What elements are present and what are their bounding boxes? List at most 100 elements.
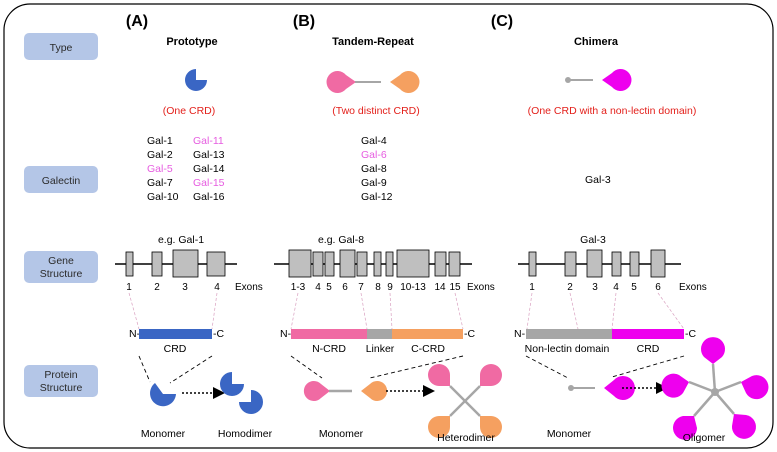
panel-c-crd-note: (One CRD with a non-lectin domain) bbox=[528, 105, 697, 117]
exon-number: 1 bbox=[529, 282, 535, 293]
exon-number: 8 bbox=[375, 282, 381, 293]
n-terminus-label: N- bbox=[129, 328, 141, 340]
row-label-gene-structure: Gene Structure bbox=[24, 251, 98, 283]
panel-b-galectin-list: Gal-4 Gal-6 Gal-8 Gal-9 Gal-12 bbox=[361, 135, 393, 203]
exon-box bbox=[206, 251, 226, 277]
galectin-name: Gal-13 bbox=[193, 149, 225, 161]
panel-c-monomer-label: Monomer bbox=[547, 428, 592, 440]
panel-a-title: Prototype bbox=[166, 36, 217, 48]
c-terminus-label: -C bbox=[685, 328, 696, 340]
panel-b-monomer-icon bbox=[303, 380, 388, 402]
panel-c-protein-bar: N- -C Non-lectin domain CRD bbox=[514, 328, 696, 355]
panel-c-multimer-label: Oligomer bbox=[683, 432, 726, 444]
panel-b-title: Tandem-Repeat bbox=[332, 36, 414, 48]
exon-box bbox=[339, 249, 356, 278]
outer-frame bbox=[3, 3, 774, 449]
panel-c-oligomer-icon bbox=[661, 337, 769, 440]
galectin-name: Gal-7 bbox=[147, 177, 173, 189]
panel-c-gene-example: Gal-3 bbox=[580, 234, 606, 246]
c-terminus-label: -C bbox=[213, 328, 224, 340]
exon-box bbox=[172, 249, 199, 278]
panel-b-protein-bar: N- -C N-CRD Linker C-CRD bbox=[280, 328, 475, 355]
chimera-icon bbox=[565, 69, 632, 91]
panel-b-gene-example: e.g. Gal-8 bbox=[318, 234, 364, 246]
row-label-type-text: Type bbox=[50, 42, 73, 54]
c-crd-domain bbox=[392, 329, 463, 339]
panel-a-letter: (A) bbox=[126, 13, 148, 30]
exons-label: Exons bbox=[679, 282, 707, 293]
panel-b-heterodimer-icon bbox=[428, 364, 502, 438]
panel-c-gene: 1 2 3 4 5 6 Exons bbox=[518, 249, 707, 293]
n-terminus-label: N- bbox=[280, 328, 292, 340]
exon-box bbox=[373, 251, 382, 277]
row-label-protein-structure: Protein Structure bbox=[24, 365, 98, 397]
exon-box bbox=[288, 249, 312, 278]
domain-label: CRD bbox=[637, 343, 660, 355]
galectin-name: Gal-4 bbox=[361, 135, 387, 147]
panel-b-multimer-label: Heterodimer bbox=[437, 432, 495, 444]
exon-number: 10-13 bbox=[400, 282, 426, 293]
exon-number: 14 bbox=[434, 282, 446, 293]
galectin-name: Gal-5 bbox=[147, 163, 173, 175]
galectin-name: Gal-6 bbox=[361, 149, 387, 161]
exon-box bbox=[324, 251, 335, 277]
exon-number: 5 bbox=[631, 282, 637, 293]
galectin-name: Gal-11 bbox=[193, 135, 224, 147]
exon-number: 1-3 bbox=[291, 282, 306, 293]
exon-box bbox=[385, 251, 394, 277]
exon-number: 5 bbox=[326, 282, 332, 293]
panel-b-gene: 1-3 4 5 6 7 8 9 10-13 14 15 Exons bbox=[274, 249, 495, 293]
domain-label: Non-lectin domain bbox=[525, 343, 610, 355]
panel-a-multimer-label: Homodimer bbox=[218, 428, 273, 440]
exon-box bbox=[448, 251, 461, 277]
panel-a-gene-example: e.g. Gal-1 bbox=[158, 234, 204, 246]
exon-box bbox=[586, 249, 603, 278]
row-label-protein-line1: Protein bbox=[44, 369, 77, 381]
exon-number: 2 bbox=[567, 282, 573, 293]
panel-c-monomer-icon bbox=[568, 376, 635, 401]
exon-box bbox=[125, 251, 134, 277]
panel-b-monomer-label: Monomer bbox=[319, 428, 364, 440]
domain-label: C-CRD bbox=[411, 343, 445, 355]
panel-a-protein-bar: N- -C CRD bbox=[129, 328, 224, 355]
row-label-galectin-text: Galectin bbox=[42, 175, 81, 187]
linker-domain bbox=[367, 329, 392, 339]
galectin-name: Gal-2 bbox=[147, 149, 173, 161]
panel-a-gene: 1 2 3 4 Exons bbox=[115, 249, 263, 293]
galectin-name: Gal-14 bbox=[193, 163, 225, 175]
panel-a-galectin-list: Gal-1 Gal-2 Gal-5 Gal-7 Gal-10 Gal-11 Ga… bbox=[147, 135, 225, 203]
row-label-galectin: Galectin bbox=[24, 166, 98, 193]
galectin-name: Gal-10 bbox=[147, 191, 179, 203]
row-label-protein-line2: Structure bbox=[40, 382, 83, 394]
galectin-name: Gal-8 bbox=[361, 163, 387, 175]
galectin-name: Gal-3 bbox=[585, 174, 611, 186]
panel-a-monomer-label: Monomer bbox=[141, 428, 186, 440]
exon-box bbox=[629, 251, 640, 277]
exon-number: 4 bbox=[613, 282, 619, 293]
row-label-gene-line2: Structure bbox=[40, 268, 83, 280]
exon-box bbox=[356, 251, 368, 277]
crd-domain bbox=[139, 329, 212, 339]
panel-b-letter: (B) bbox=[293, 13, 315, 30]
galectin-name: Gal-1 bbox=[147, 135, 173, 147]
galectin-name: Gal-15 bbox=[193, 177, 225, 189]
panel-c-letter: (C) bbox=[491, 13, 513, 30]
exon-number: 1 bbox=[126, 282, 132, 293]
exon-box bbox=[611, 251, 622, 277]
domain-label: Linker bbox=[366, 343, 395, 355]
galectin-name: Gal-16 bbox=[193, 191, 225, 203]
exon-number: 6 bbox=[342, 282, 348, 293]
exon-box bbox=[151, 251, 163, 277]
exon-number: 6 bbox=[655, 282, 661, 293]
exons-label: Exons bbox=[235, 282, 263, 293]
exon-number: 2 bbox=[154, 282, 160, 293]
panel-b-crd-note: (Two distinct CRD) bbox=[332, 105, 420, 117]
prototype-crd-icon bbox=[185, 69, 207, 91]
exon-box bbox=[650, 249, 666, 278]
domain-label: CRD bbox=[164, 343, 187, 355]
n-crd-domain bbox=[291, 329, 367, 339]
exon-number: 3 bbox=[182, 282, 188, 293]
exons-label: Exons bbox=[467, 282, 495, 293]
